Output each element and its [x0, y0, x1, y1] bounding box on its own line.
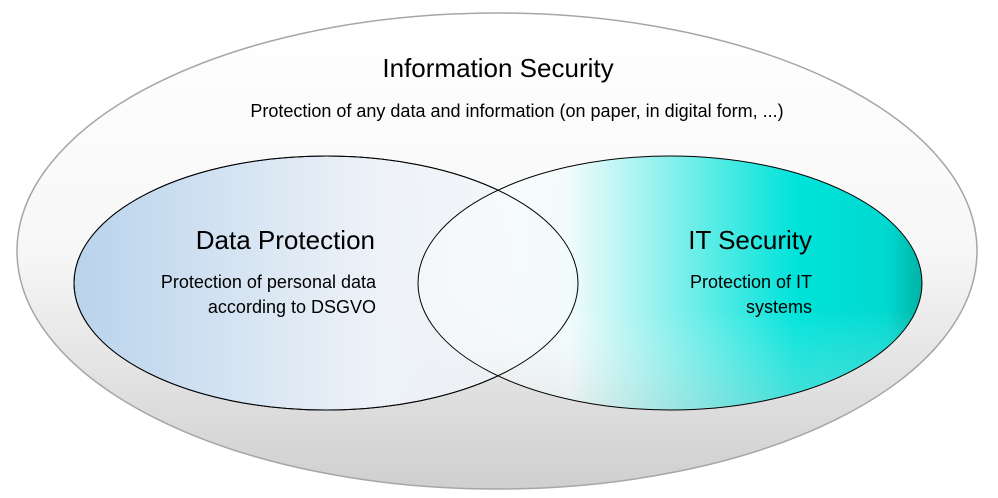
data-protection-line-2: according to DSGVO: [208, 297, 376, 317]
data-protection-title: Data Protection: [196, 225, 375, 255]
it-security-line-2: systems: [746, 297, 812, 317]
it-security-ellipse-shade: [417, 155, 923, 411]
data-protection-line-1: Protection of personal data: [161, 272, 377, 292]
information-security-title: Information Security: [382, 53, 613, 83]
it-security-title: IT Security: [688, 225, 812, 255]
data-protection-outline: [73, 155, 579, 411]
information-security-description: Protection of any data and information (…: [250, 101, 783, 121]
it-security-line-1: Protection of IT: [690, 272, 812, 292]
